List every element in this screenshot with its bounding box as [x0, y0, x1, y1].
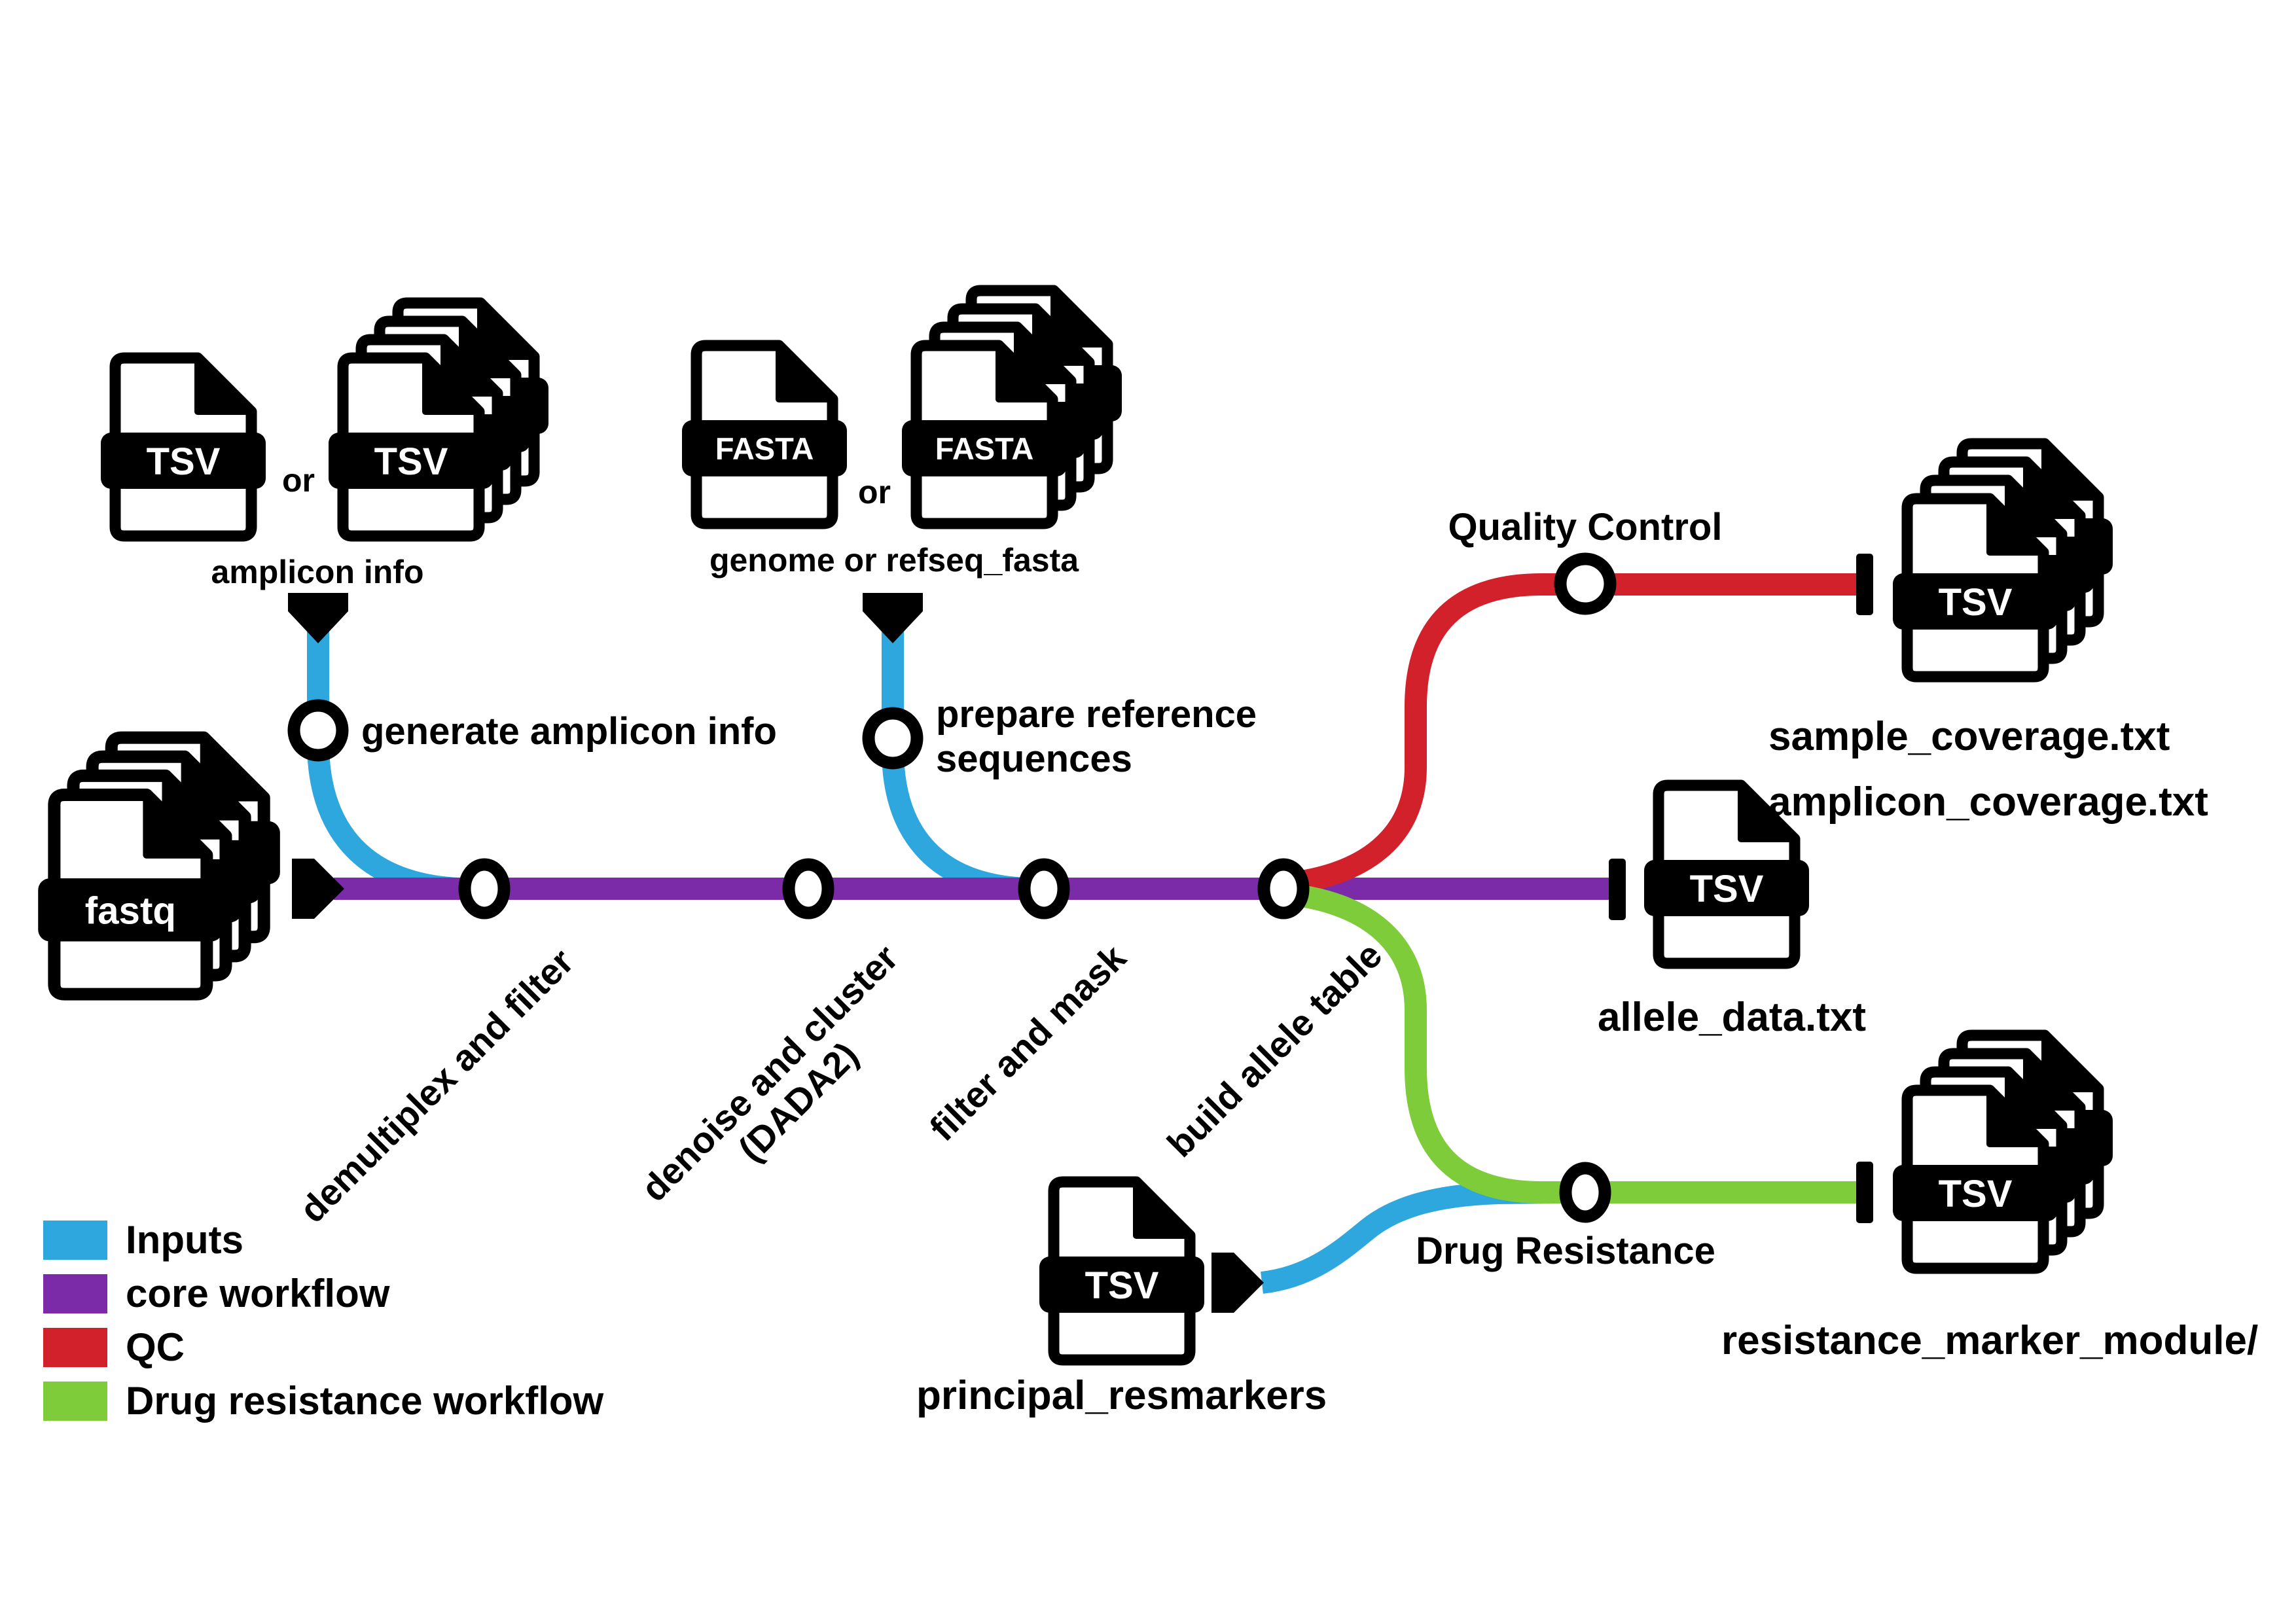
- station-quality-control: [1554, 552, 1617, 615]
- file-icon-amplicon-tsv-single: TSV: [101, 358, 266, 536]
- legend-label-core-workflow: core workflow: [126, 1272, 390, 1315]
- station-drug-resistance: [1559, 1162, 1611, 1223]
- station-denoise: [782, 858, 834, 919]
- station-filter-mask: [1018, 858, 1070, 919]
- svg-text:TSV: TSV: [147, 440, 221, 483]
- file-icon-amplicon-tsv-stack: TSV: [329, 303, 548, 536]
- file-icon-fasta-single: FASTA: [682, 346, 847, 524]
- svg-text:TSV: TSV: [374, 440, 448, 483]
- label-generate-amplicon-info: generate amplicon info: [361, 710, 777, 753]
- legend-swatch-inputs: [43, 1221, 107, 1260]
- station-build-allele: [1257, 858, 1310, 919]
- legend-label-inputs: Inputs: [126, 1218, 243, 1262]
- file-icon-principal-tsv: TSV: [1039, 1182, 1204, 1360]
- label-prepare-reference-line2: sequences: [936, 738, 1132, 780]
- legend-swatch-qc: [43, 1328, 107, 1367]
- label-coverage-outputs: sample_coverage.txt amplicon_coverage.tx…: [1768, 704, 2208, 835]
- arrow-down-amplicon-info: [288, 593, 348, 643]
- label-sample-coverage: sample_coverage.txt: [1768, 714, 2170, 759]
- station-generate-amplicon-info: [287, 699, 349, 762]
- svg-text:FASTA: FASTA: [935, 431, 1034, 466]
- label-prepare-reference: prepare reference sequences: [936, 692, 1257, 781]
- terminal-bar-coverage: [1856, 554, 1873, 615]
- svg-text:TSV: TSV: [1085, 1264, 1159, 1307]
- or-text-reference: or: [858, 474, 891, 510]
- svg-text:TSV: TSV: [1690, 868, 1764, 910]
- arrow-right-fastq: [292, 859, 344, 919]
- station-prepare-reference: [862, 707, 924, 770]
- label-allele-data: allele_data.txt: [1597, 995, 1867, 1040]
- file-icon-resistance-tsv-stack: TSV: [1893, 1035, 2113, 1268]
- svg-text:TSV: TSV: [1939, 1173, 2013, 1215]
- legend-label-qc: QC: [126, 1325, 185, 1369]
- terminal-bar-allele: [1609, 859, 1626, 920]
- label-drug-resistance: Drug Resistance: [1416, 1230, 1715, 1272]
- label-prepare-reference-line1: prepare reference: [936, 693, 1257, 736]
- file-icon-coverage-tsv-stack: TSV: [1893, 444, 2113, 677]
- svg-text:FASTA: FASTA: [715, 431, 814, 466]
- svg-text:TSV: TSV: [1939, 581, 2013, 624]
- file-icon-fastq-stack: fastq: [38, 738, 280, 994]
- or-text-amplicon: or: [282, 462, 315, 499]
- legend-label-drug-resistance-workflow: Drug resistance workflow: [126, 1379, 604, 1423]
- label-quality-control: Quality Control: [1448, 506, 1723, 548]
- file-icon-allele-tsv: TSV: [1644, 785, 1809, 963]
- station-demultiplex: [458, 858, 511, 919]
- file-icon-fasta-stack: FASTA: [902, 291, 1122, 524]
- label-genome-refseq: genome or refseq_fasta: [709, 542, 1079, 579]
- qc-line: [1285, 573, 1857, 895]
- legend-swatch-drug: [43, 1382, 107, 1421]
- label-amplicon-coverage: amplicon_coverage.txt: [1768, 779, 2208, 825]
- inputs-line-resmarkers: [1260, 1181, 1558, 1294]
- legend-swatches: [43, 1221, 107, 1421]
- arrow-right-resmarkers: [1211, 1253, 1264, 1313]
- label-resistance-marker-module: resistance_marker_module/: [1721, 1318, 2259, 1363]
- label-principal-resmarkers: principal_resmarkers: [916, 1373, 1327, 1418]
- terminal-bar-resistance: [1856, 1162, 1873, 1223]
- drug-resistance-line: [1285, 883, 1857, 1204]
- svg-text:fastq: fastq: [85, 890, 176, 933]
- legend-swatch-core: [43, 1274, 107, 1313]
- arrow-down-reference: [863, 593, 923, 643]
- label-amplicon-info: amplicon info: [211, 554, 424, 590]
